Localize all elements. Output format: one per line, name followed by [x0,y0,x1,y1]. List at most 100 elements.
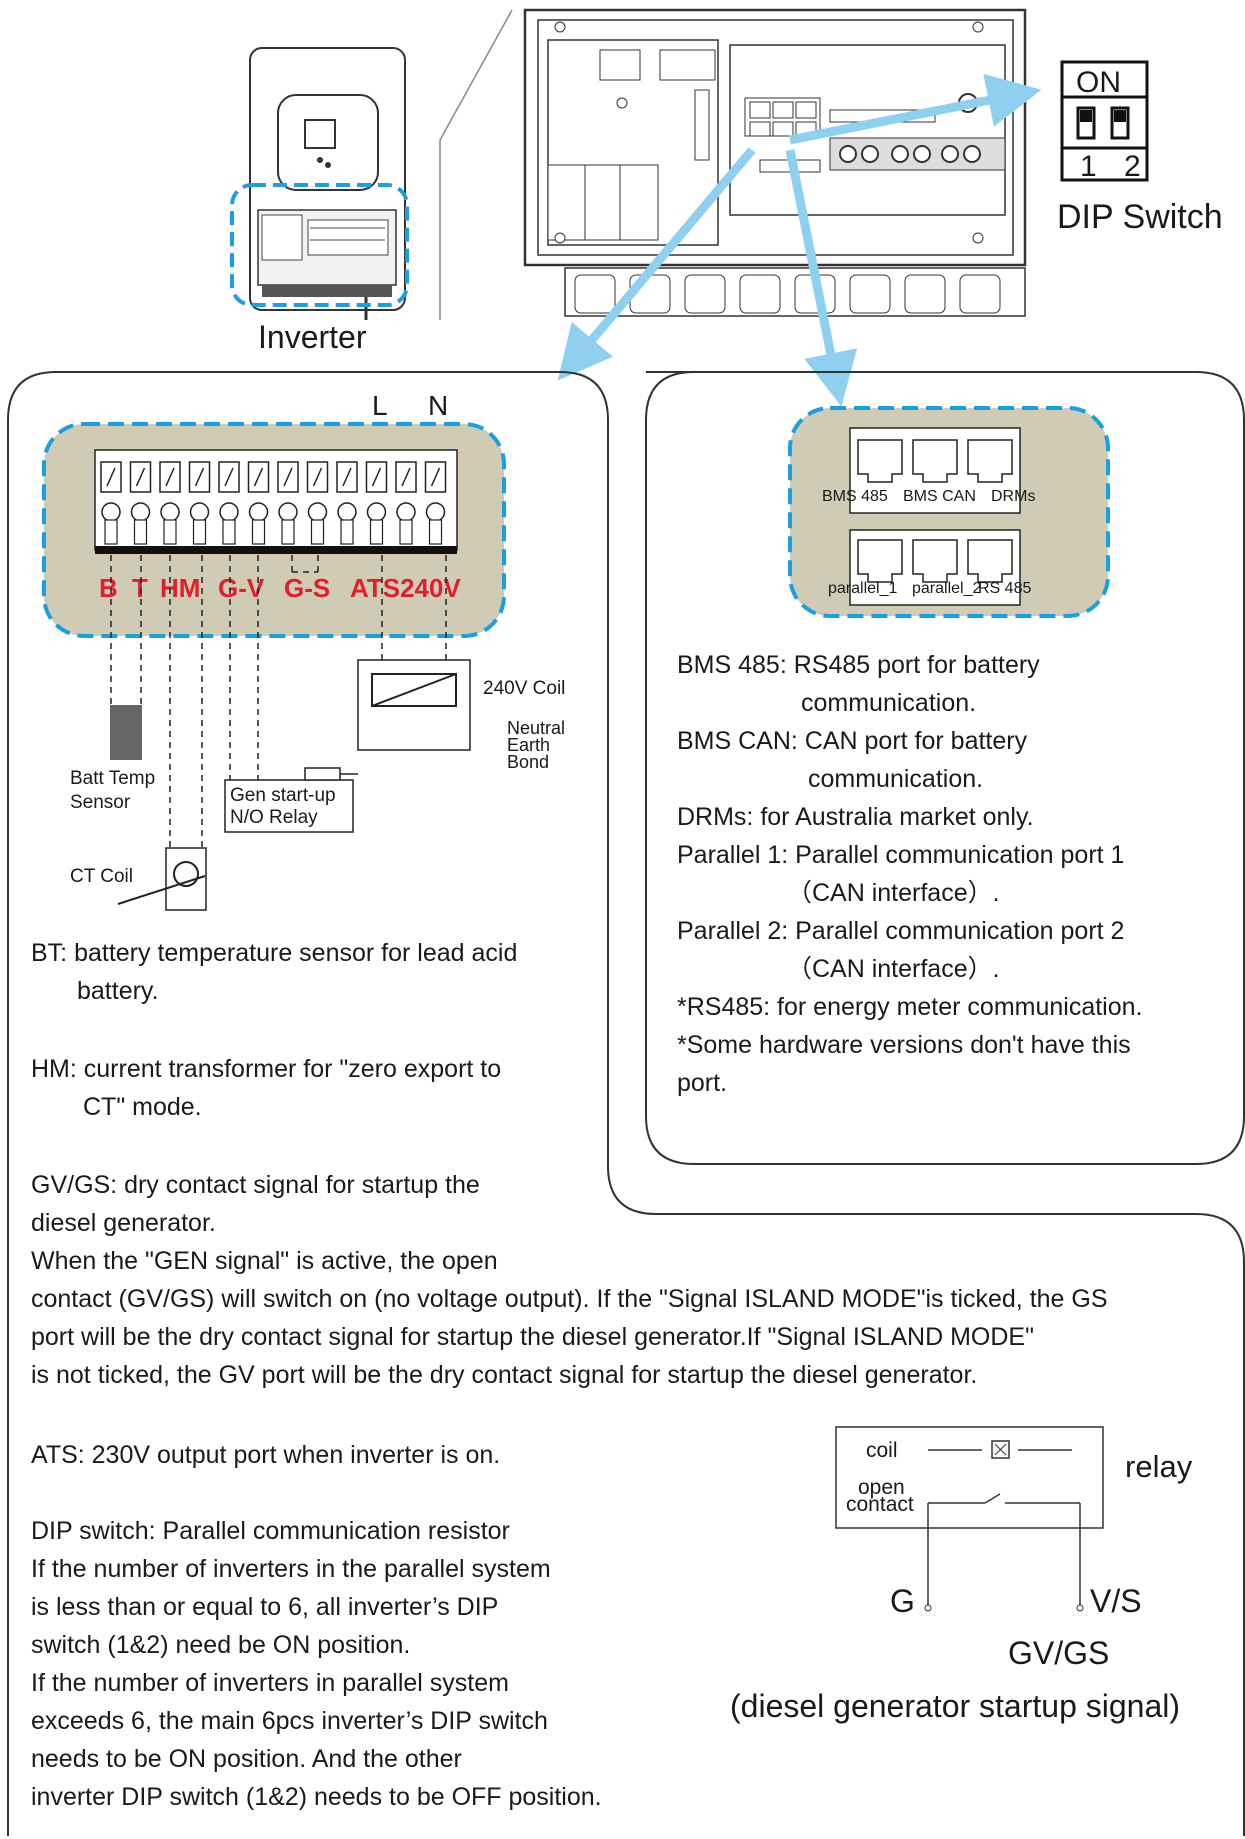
terminal-label-l: L [372,390,388,421]
dip-switch-graphic [1060,60,1149,182]
terminal-screw-slot [106,467,116,487]
port-bmscan-label: BMS CAN [903,488,976,505]
dip-desc-line: is less than or equal to 6, all inverter… [31,1593,499,1621]
bt-desc-line: battery. [77,977,159,1005]
port-bms485-label: BMS 485 [822,488,888,505]
wiring-compartment-drawing [439,8,1027,320]
terminal-screw-slot [342,467,352,487]
port-desc-line: Parallel 1: Parallel communication port … [677,841,1125,869]
port-desc-line: *RS485: for energy meter communication. [677,993,1143,1021]
terminal-screw [160,502,180,522]
dip-desc-line: inverter DIP switch (1&2) needs to be OF… [31,1783,602,1811]
batt-temp-label-1: Batt Temp [70,768,155,789]
dip-desc-line: If the number of inverters in the parall… [31,1555,551,1583]
terminal-clamp [251,519,266,545]
port-desc-line: communication. [808,765,984,793]
terminal-clamp [399,519,413,545]
dip-pos2-label: 2 [1124,150,1141,183]
terminal-screw-slot [253,467,264,487]
terminal-clamp [192,519,207,545]
relay-contact-label: contact [846,1493,914,1516]
rj45-port-icon [967,539,1013,583]
gvgs-description: GV/GS: dry contact signal for startup th… [31,1166,601,1280]
terminal-screw [248,502,269,522]
gen-relay-label-1: Gen start-up [230,785,336,806]
gen-relay-icon [224,767,358,833]
gen-desc-line: is not ticked, the GV port will be the d… [31,1361,978,1389]
terminal-screw [366,502,387,522]
terminal-screw [278,502,298,522]
rj45-ports [857,439,1013,583]
terminal-screw [219,502,239,522]
relay-gvgs-label: GV/GS [1008,1635,1109,1671]
terminal-label-n: N [428,390,448,421]
hm-desc-line: CT" mode. [83,1093,202,1121]
port-desc-line: port. [677,1069,728,1097]
dip-desc-line: If the number of inverters in parallel s… [31,1669,509,1697]
port-parallel2-label: parallel_2 [912,580,981,597]
terminal-clamp [369,519,384,545]
wiring-lines [110,555,447,848]
dip-desc-line: exceeds 6, the main 6pcs inverter’s DIP … [31,1707,548,1735]
terminal-screw [396,502,416,522]
terminal-label-ats: ATS240V [350,573,461,603]
terminal-screw [337,502,357,522]
ats-desc-line: ATS: 230V output port when inverter is o… [31,1441,501,1469]
terminal-screw-slot [430,467,441,487]
terminal-screw [307,502,328,522]
gen-desc-line: contact (GV/GS) will switch on (no volta… [31,1285,1108,1313]
dip-pos1-label: 1 [1080,150,1097,183]
port-desc-line: （CAN interface）. [787,955,1000,983]
gvgs-desc-line: When the "GEN signal" is active, the ope… [31,1247,498,1275]
relay-coil-label: coil [866,1439,898,1462]
relay-g-label: G [890,1583,915,1619]
batt-temp-sensor-icon [110,705,142,760]
hm-description: HM: current transformer for "zero export… [31,1050,601,1126]
rj45-port-icon [857,539,903,583]
relay-vs-label: V/S [1090,1583,1142,1619]
terminal-clamp [163,519,177,545]
gen-signal-description: contact (GV/GS) will switch on (no volta… [31,1280,1231,1394]
terminal-screws [100,461,447,545]
port-drms-label: DRMs [991,488,1035,505]
relay-caption: (diesel generator startup signal) [730,1688,1180,1724]
port-descriptions: BMS 485: RS485 port for battery communic… [677,646,1232,1102]
terminal-clamp [104,519,118,545]
port-desc-line: *Some hardware versions don't have this [677,1031,1131,1059]
terminal-clamp [133,519,148,545]
neutral-label-1: Neutral [507,718,565,738]
coil-240v-label: 240V Coil [483,678,565,699]
terminal-label-hm: HM [160,573,200,603]
rj45-port-icon [967,439,1013,483]
port-desc-line: （CAN interface）. [787,879,1000,907]
port-desc-line: communication. [801,689,977,717]
terminal-screw-slot [283,467,293,487]
ats-description: ATS: 230V output port when inverter is o… [31,1436,681,1474]
terminal-screw [425,502,446,522]
terminal-screw [189,502,210,522]
gen-desc-line: port will be the dry contact signal for … [31,1323,1034,1351]
rj45-port-icon [912,439,958,483]
ct-coil-icon [117,847,207,911]
bt-desc-line: BT: battery temperature sensor for lead … [31,939,518,967]
inverter-icon [230,47,409,320]
batt-temp-label-2: Sensor [70,792,131,813]
dip-desc-line: needs to be ON position. And the other [31,1745,462,1773]
relay-diagram [835,1426,1104,1612]
coil-240v-icon [357,659,471,751]
terminal-screw-slot [135,467,146,487]
relay-title: relay [1125,1449,1193,1484]
gen-relay-label-2: N/O Relay [230,807,318,828]
terminal-clamp [222,519,236,545]
port-desc-line: BMS 485: RS485 port for battery [677,651,1040,679]
left-panel-outline [7,371,1245,1836]
right-panel-outline [645,371,1245,1165]
dip-on-label: ON [1076,66,1121,99]
dip-description: DIP switch: Parallel communication resis… [31,1512,731,1816]
neutral-label-3: Bond [507,752,549,772]
rj45-port-icon [912,539,958,583]
port-rs485-label: RS 485 [978,580,1031,597]
dip-desc-line: switch (1&2) need be ON position. [31,1631,411,1659]
terminal-clamp [310,519,325,545]
